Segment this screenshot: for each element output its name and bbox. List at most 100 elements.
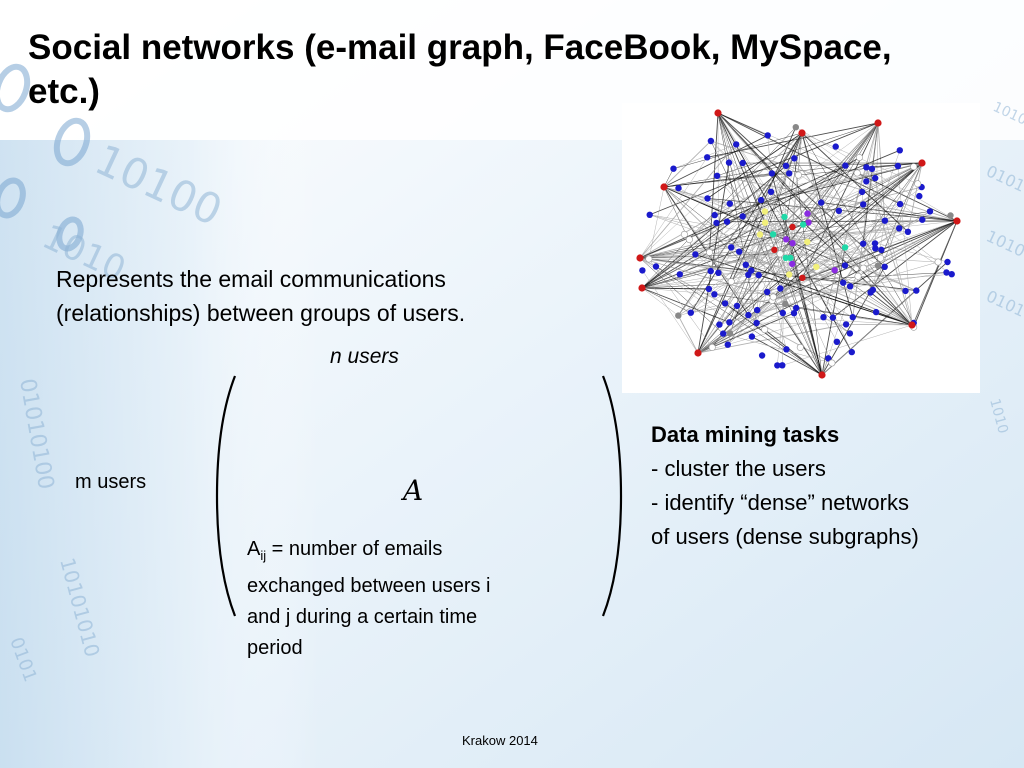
- graph-edge: [871, 168, 914, 328]
- graph-edge: [639, 257, 774, 298]
- graph-edge: [678, 162, 923, 316]
- graph-node: [863, 164, 870, 171]
- graph-edge: [639, 157, 708, 259]
- graph-edge: [648, 258, 879, 266]
- graph-node: [761, 219, 769, 226]
- graph-node: [896, 225, 903, 232]
- graph-node: [726, 330, 734, 337]
- intro-line-1: Represents the email communications: [56, 266, 446, 292]
- matrix-brackets: [215, 375, 623, 617]
- aij-line-3: and j during a certain time: [247, 606, 478, 628]
- graph-node: [721, 300, 729, 307]
- graph-edge: [849, 220, 958, 287]
- graph-edge: [648, 258, 713, 348]
- aij-line-4: period: [247, 637, 303, 659]
- graph-edge: [801, 132, 909, 233]
- graph-edge: [751, 132, 803, 337]
- graph-edge: [690, 216, 785, 313]
- graph-edge: [773, 296, 823, 376]
- graph-node: [670, 165, 677, 172]
- graph-node: [916, 192, 923, 200]
- graph-edge: [663, 165, 787, 188]
- graph-node: [707, 137, 715, 145]
- graph-node: [758, 352, 766, 359]
- graph-edge: [641, 265, 846, 289]
- graph-edge: [641, 287, 679, 316]
- graph-edge: [688, 132, 803, 241]
- graph-edge: [641, 287, 710, 290]
- graph-node: [726, 319, 733, 326]
- graph-node: [853, 169, 861, 177]
- graph-edge: [714, 273, 952, 295]
- graph-node: [733, 141, 740, 148]
- task-item-identify-cont: of users (dense subgraphs): [651, 524, 919, 549]
- graph-edge: [714, 294, 913, 326]
- graph-hub-node: [638, 284, 646, 292]
- graph-edge: [807, 168, 873, 243]
- graph-edge: [663, 165, 846, 188]
- graph-edge: [729, 132, 803, 323]
- graph-node: [781, 213, 788, 221]
- graph-edge: [695, 254, 747, 266]
- graph-edge: [748, 314, 913, 326]
- graph-edge: [832, 220, 958, 319]
- graph-node: [842, 321, 850, 328]
- graph-edge: [718, 191, 772, 274]
- task-item-identify: - identify “dense” networks: [651, 490, 909, 515]
- graph-edge: [639, 257, 753, 337]
- graph-node: [841, 244, 849, 251]
- graph-edge: [760, 162, 923, 201]
- graph-node: [913, 287, 920, 294]
- graph-edge: [649, 214, 844, 283]
- graph-node: [748, 333, 756, 340]
- graph-edge: [708, 248, 876, 290]
- graph-node: [789, 260, 796, 268]
- graph-node: [769, 231, 777, 238]
- graph-node: [755, 271, 762, 279]
- graph-edge: [677, 315, 699, 354]
- graph-edge: [697, 286, 851, 354]
- graph-edge: [639, 143, 737, 259]
- email-graph-network: [636, 109, 961, 379]
- graph-edge: [823, 316, 851, 334]
- graph-node: [736, 248, 743, 255]
- graph-hub-node: [874, 119, 882, 127]
- graph-edge: [736, 269, 835, 307]
- aij-line-2: exchanged between users i: [247, 575, 491, 597]
- graph-node: [676, 271, 683, 278]
- graph-node: [675, 184, 682, 192]
- graph-edge: [862, 204, 939, 263]
- graph-node: [934, 258, 942, 266]
- graph-node: [715, 269, 722, 276]
- graph-node: [796, 343, 804, 351]
- graph-edge: [663, 186, 696, 255]
- graph-edge: [718, 272, 759, 276]
- graph-node: [761, 208, 769, 215]
- graph-node: [835, 207, 843, 214]
- task-item-cluster: - cluster the users: [651, 456, 826, 481]
- graph-edge: [639, 186, 923, 259]
- graph-edge: [727, 305, 738, 345]
- graph-edge: [697, 274, 790, 354]
- graph-edge: [821, 246, 846, 376]
- graph-node: [705, 285, 713, 293]
- graph-edge: [642, 270, 699, 354]
- graph-node: [793, 304, 800, 312]
- graph-edge: [717, 112, 781, 289]
- graph-edge: [861, 191, 871, 293]
- graph-edge: [679, 219, 923, 275]
- graph-node: [782, 254, 789, 262]
- graph-node: [854, 272, 862, 280]
- graph-edge: [782, 324, 913, 366]
- graph-hub-node: [636, 254, 644, 262]
- graph-edge: [785, 132, 803, 167]
- graph-node: [711, 211, 718, 219]
- graph-node: [860, 201, 867, 208]
- n-users-label: n users: [330, 345, 399, 368]
- graph-edge: [639, 257, 760, 276]
- graph-edge: [677, 132, 803, 317]
- graph-node: [804, 238, 811, 246]
- graph-edge: [711, 122, 879, 348]
- graph-hub-node: [953, 217, 961, 225]
- graph-edge: [719, 222, 766, 325]
